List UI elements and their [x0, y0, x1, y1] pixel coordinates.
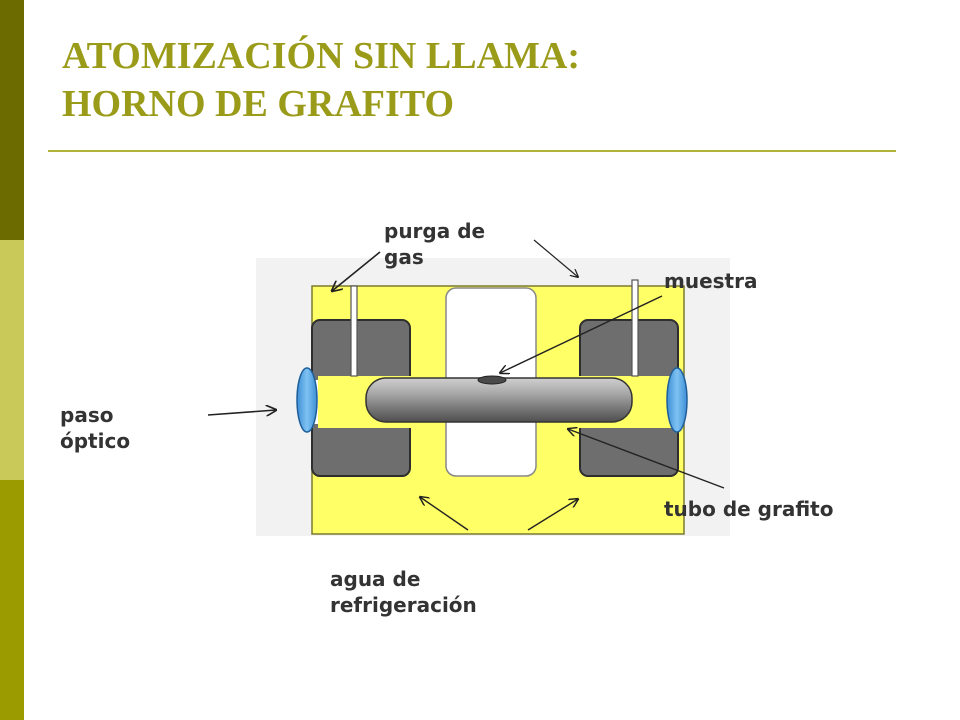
slide-title: ATOMIZACIÓN SIN LLAMA: HORNO DE GRAFITO	[62, 32, 922, 128]
arrow-graphite-tube	[568, 429, 725, 489]
label-cooling-water-line-1: agua de	[330, 567, 421, 591]
arrow-sample	[500, 295, 663, 373]
title-line-1: ATOMIZACIÓN SIN LLAMA:	[62, 35, 580, 77]
sidebar-segment-top	[0, 0, 24, 240]
label-gas-purge-line-1: purga de	[384, 219, 486, 243]
label-optical-path-line-1: paso	[60, 403, 114, 427]
gas-inlet-right	[631, 279, 639, 377]
label-sample: muestra	[664, 269, 758, 293]
label-cooling-water-line-2: refrigeración	[330, 593, 477, 617]
label-optical-path: paso óptico	[60, 402, 130, 454]
arrow-cooling-water-right	[527, 499, 578, 531]
graphite-tube	[365, 375, 633, 423]
gas-inlet-left	[350, 285, 358, 377]
label-optical-path-line-2: óptico	[60, 429, 131, 453]
title-line-2: HORNO DE GRAFITO	[62, 83, 455, 125]
title-underline	[48, 150, 896, 152]
arrow-gas-purge-left	[332, 251, 381, 291]
window-right	[666, 367, 688, 433]
sample-port	[477, 375, 507, 385]
arrow-optical-path	[207, 410, 276, 415]
label-gas-purge-line-2: gas	[384, 245, 424, 269]
label-cooling-water: agua de refrigeración	[330, 566, 477, 618]
label-gas-purge: purga de gas	[384, 218, 485, 270]
arrow-cooling-water-left	[420, 497, 469, 531]
window-left	[296, 367, 318, 433]
label-graphite-tube: tubo de grafito	[664, 497, 834, 521]
arrow-gas-purge-right	[533, 239, 578, 277]
sidebar-segment-bottom	[0, 480, 24, 720]
sidebar-segment-middle	[0, 240, 24, 480]
